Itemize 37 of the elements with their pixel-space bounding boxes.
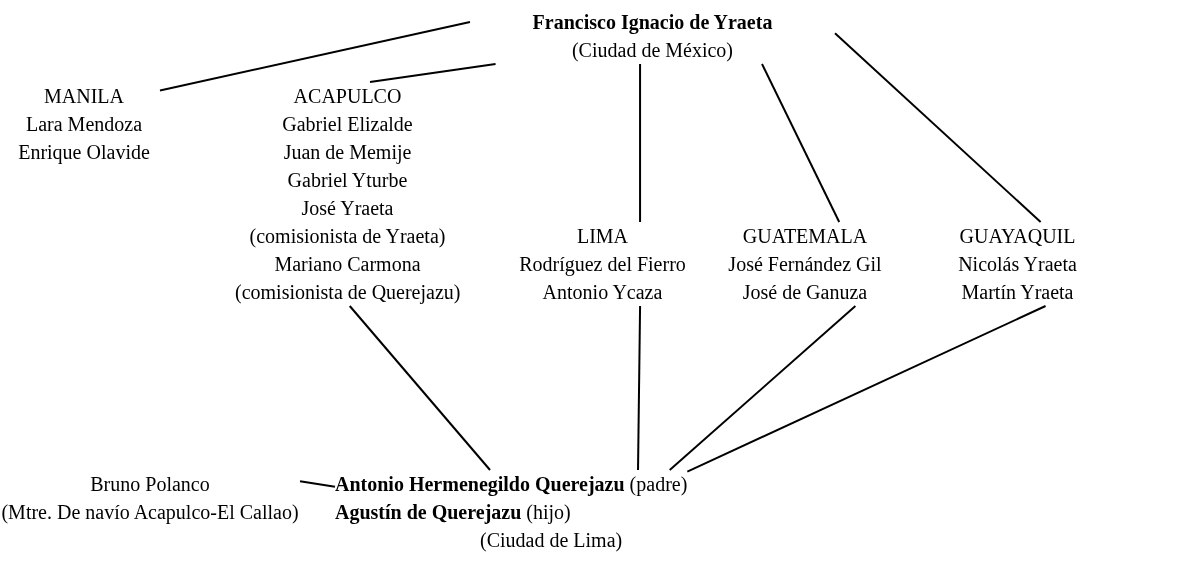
connector-line [639,63,642,223]
connector-line [637,305,642,471]
node-text: Lara Mendoza [25,112,142,137]
node-text: Enrique Olavide [18,140,150,166]
node-text: Agustín de Querejazu (hijo) [335,500,571,526]
node-text: GUAYAQUIL [959,224,1076,249]
node-text: LIMA [576,224,629,249]
node-text: (comisionista de Querejazu) [235,280,461,306]
node-text: José Yraeta [301,196,394,221]
node-text: Antonio Hermenegildo Querejazu (padre) [335,472,688,498]
title-name: Francisco Ignacio de Yraeta [532,10,773,36]
connector-line [299,480,336,488]
node-text: Gabriel Elizalde [282,112,413,137]
connector-line [159,21,471,92]
node-text: MANILA [44,84,124,109]
node-text: Bruno Polanco [90,472,210,497]
connector-line [668,305,857,471]
node-text: ACAPULCO [293,84,402,109]
node-text: GUATEMALA [742,224,868,249]
node-text: Juan de Memije [283,140,412,166]
connector-line [369,63,497,83]
node-text: José de Ganuza [742,280,868,305]
connector-line [761,63,841,223]
node-text: Gabriel Yturbe [287,168,408,193]
connector-line [834,32,1042,223]
node-text: (comisionista de Yraeta) [249,224,446,250]
node-text: Rodríguez del Fierro [519,252,686,278]
connector-line [348,305,492,471]
node-text: José Fernández Gil [728,252,882,277]
connector-line [686,305,1047,473]
node-text: (Ciudad de México) [571,38,734,64]
node-text: Antonio Ycaza [542,280,663,305]
node-text: Nicolás Yraeta [958,252,1077,277]
node-text: Martín Yraeta [961,280,1074,305]
node-text: (Ciudad de Lima) [479,528,623,554]
node-text: Mariano Carmona [274,252,421,277]
node-text: (Mtre. De navío Acapulco-El Callao) [1,500,299,526]
